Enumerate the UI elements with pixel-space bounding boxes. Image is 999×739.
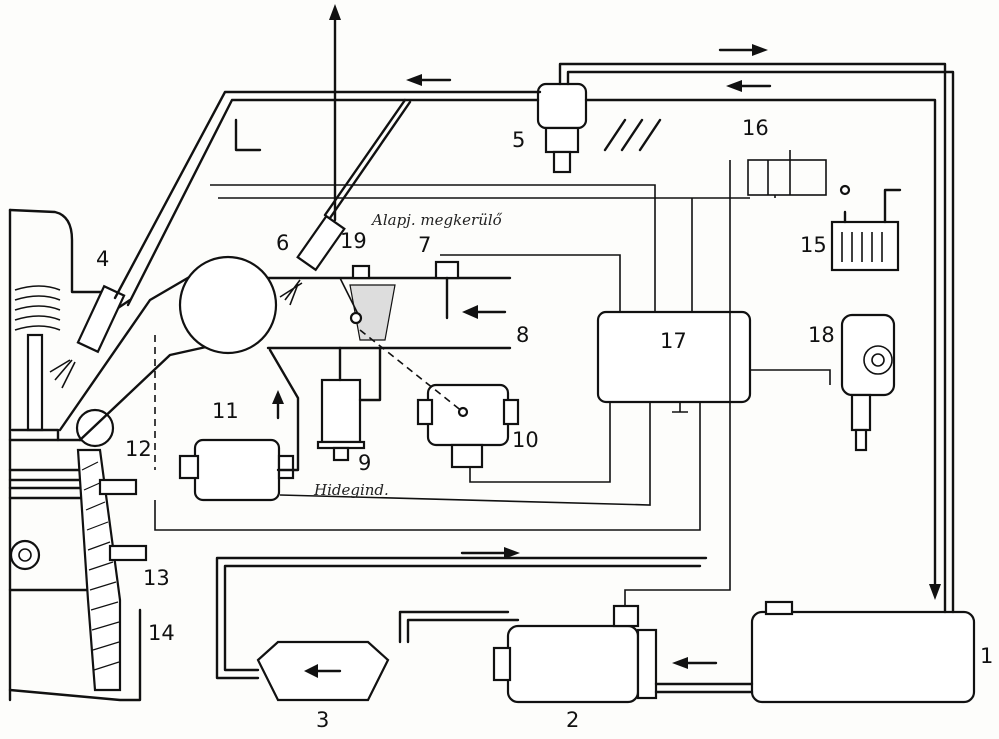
intake-plenum <box>178 255 512 355</box>
cold-start-valve-9 <box>316 346 382 462</box>
label-6: 6 <box>276 231 289 255</box>
fuel-pump-2 <box>492 604 658 704</box>
label-1: 1 <box>980 644 993 668</box>
coolant-jacket <box>75 408 122 692</box>
flow-arrows <box>329 4 772 669</box>
label-2: 2 <box>566 708 579 732</box>
label-3: 3 <box>316 708 329 732</box>
label-7: 7 <box>418 233 431 257</box>
injector-4 <box>49 284 126 389</box>
fuel-tank-1 <box>750 600 976 704</box>
label-10: 10 <box>512 428 539 452</box>
air-sensor-7 <box>434 260 460 320</box>
label-12: 12 <box>125 437 152 461</box>
label-15: 15 <box>800 233 827 257</box>
wiring <box>154 160 831 606</box>
label-14: 14 <box>148 621 175 645</box>
engine-cylinder-head <box>8 208 142 702</box>
label-17: 17 <box>660 329 687 353</box>
pressure-regulator-5 <box>536 82 588 174</box>
throttle-air-region <box>339 277 396 341</box>
battery-15 <box>830 188 902 272</box>
label-18: 18 <box>808 323 835 347</box>
label-13: 13 <box>143 566 170 590</box>
distributor-18 <box>840 313 896 452</box>
fuel-filter-3 <box>256 640 390 702</box>
annotation-cold-start: Hidegind. <box>313 481 389 499</box>
fuel-lines <box>113 62 955 694</box>
annotation-starter-injector: Alapj. megkerülő <box>370 211 503 229</box>
aux-air-valve-11 <box>178 348 300 502</box>
control-unit-17 <box>596 310 752 404</box>
label-8: 8 <box>516 323 529 347</box>
label-11: 11 <box>212 399 239 423</box>
label-5: 5 <box>512 128 525 152</box>
label-9: 9 <box>358 451 371 475</box>
label-4: 4 <box>96 247 109 271</box>
label-19: 19 <box>340 229 367 253</box>
label-16: 16 <box>742 116 769 140</box>
throttle-switch-19 <box>351 264 371 280</box>
temp-sensors <box>98 478 148 562</box>
airflow-meter-10 <box>416 383 520 469</box>
relay-16 <box>747 150 851 196</box>
injector-6 <box>279 214 346 306</box>
